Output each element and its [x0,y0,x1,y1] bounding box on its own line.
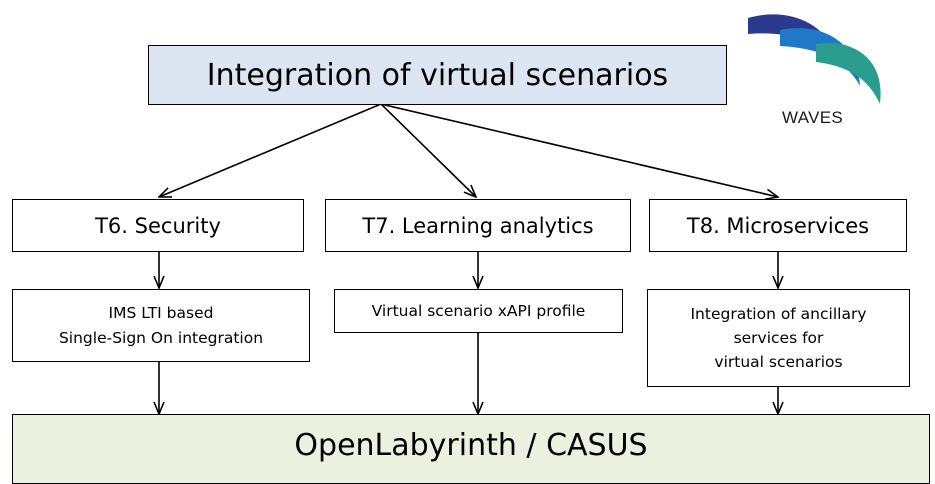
task-label-t7: T7. Learning analytics [362,213,594,238]
top-box-integration: Integration of virtual scenarios [148,45,727,105]
logo-wave-2 [780,28,860,86]
bottom-box-title: OpenLabyrinth / CASUS [294,428,648,463]
detail-box-t7: Virtual scenario xAPI profile [334,289,623,333]
detail-t8-line-1: Integration of ancillary [690,304,867,323]
task-label-t8: T8. Microservices [686,213,870,238]
logo-wave-3 [816,42,881,104]
detail-t6-line-1: IMS LTI based [108,304,214,323]
detail-box-t6: IMS LTI based Single-Sign On integration [12,289,310,362]
connector-arrows [0,103,935,471]
arrow-top-to-t8 [380,103,778,197]
top-box-title: Integration of virtual scenarios [206,57,669,93]
detail-t6-line-2: Single-Sign On integration [58,328,264,347]
bottom-box-platform: OpenLabyrinth / CASUS [12,414,930,484]
arrow-top-to-t7 [380,103,476,197]
detail-box-t8: Integration of ancillary services for vi… [647,289,910,387]
task-box-t6: T6. Security [12,199,304,252]
detail-t8-line-3: virtual scenarios [714,353,843,371]
arrow-top-to-t6 [159,103,382,197]
logo-wave-1 [748,14,840,69]
waves-logo [748,14,881,104]
logo-label: WAVES [782,108,844,127]
task-box-t8: T8. Microservices [649,199,907,252]
task-label-t6: T6. Security [95,213,221,238]
task-box-t7: T7. Learning analytics [325,199,631,252]
detail-t8-line-2: services for [733,328,824,347]
detail-t7-line-1: Virtual scenario xAPI profile [371,301,586,320]
